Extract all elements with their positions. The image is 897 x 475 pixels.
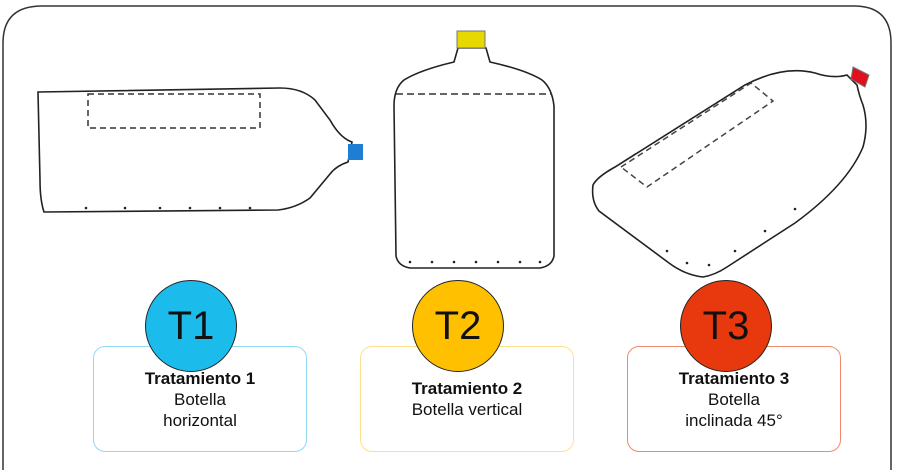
treatment-1-line1: Botella <box>174 389 226 409</box>
treatment-1-line2: horizontal <box>163 410 237 430</box>
treatment-3-card: Tratamiento 3 Botella inclinada 45° <box>627 346 841 452</box>
t3-badge: T3 <box>680 280 772 372</box>
treatment-1-card: Tratamiento 1 Botella horizontal <box>93 346 307 452</box>
inclined-bottle-icon <box>591 66 870 278</box>
red-cap <box>850 66 870 88</box>
treatment-2-title: Tratamiento 2 <box>411 379 523 398</box>
treatment-1-title: Tratamiento 1 <box>144 368 256 388</box>
t1-badge: T1 <box>145 280 237 372</box>
yellow-cap <box>456 30 486 49</box>
horizontal-bottle-icon <box>37 87 363 213</box>
diagram-frame <box>2 5 892 470</box>
treatment-3-line2: inclinada 45° <box>685 410 783 430</box>
blue-cap <box>348 144 363 160</box>
treatment-3-line1: Botella <box>708 389 760 409</box>
t2-badge: T2 <box>412 280 504 372</box>
treatment-2-line1: Botella vertical <box>411 400 523 419</box>
treatment-3-title: Tratamiento 3 <box>678 368 790 388</box>
vertical-bottle-icon <box>393 30 555 269</box>
